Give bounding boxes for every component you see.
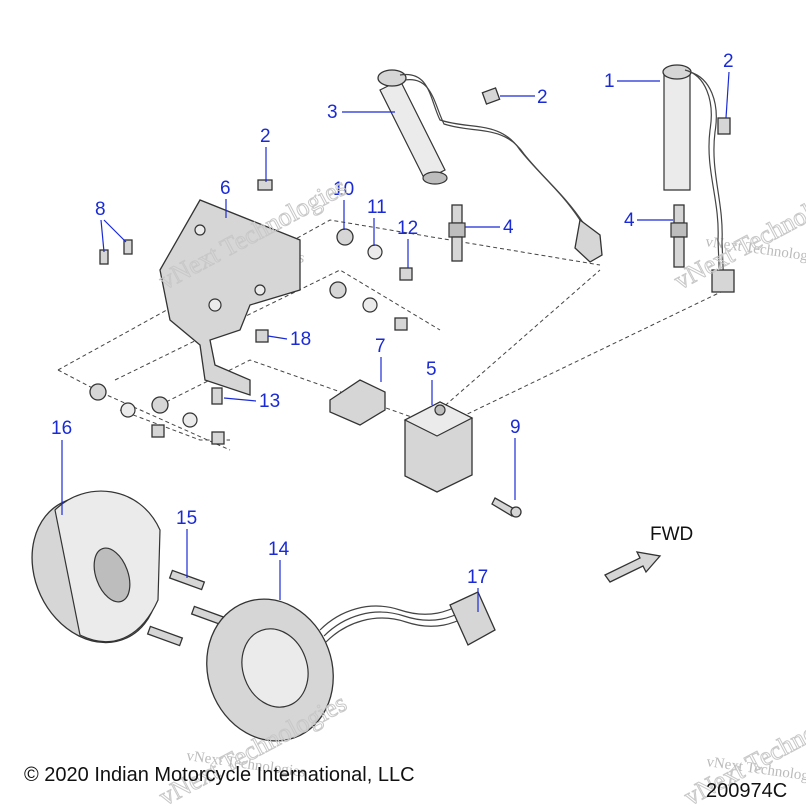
spark-plug-left bbox=[448, 204, 466, 262]
callouts: 1 2 2 2 3 4 4 5 6 7 8 9 10 11 12 13 bbox=[51, 51, 734, 612]
callout-5: 5 bbox=[426, 359, 437, 380]
callout-2-center: 2 bbox=[537, 87, 548, 108]
callout-13: 13 bbox=[259, 391, 280, 412]
stator-connector bbox=[449, 591, 496, 646]
washer-lower-1 bbox=[362, 297, 378, 313]
copyright-notice: © 2020 Indian Motorcycle International, … bbox=[24, 764, 415, 786]
spark-plug-right bbox=[670, 204, 688, 268]
callout-1: 1 bbox=[604, 71, 615, 92]
nut-lower-3 bbox=[151, 396, 169, 414]
ignition-coil-pack bbox=[403, 401, 474, 493]
callout-10: 10 bbox=[333, 179, 354, 200]
callout-17: 17 bbox=[467, 567, 488, 588]
bolt-9 bbox=[491, 497, 522, 518]
flywheel bbox=[31, 490, 161, 644]
bolt-lower-3 bbox=[211, 431, 225, 445]
bolt-12 bbox=[399, 267, 413, 281]
callout-14: 14 bbox=[268, 539, 290, 560]
nut-lower-1 bbox=[329, 281, 347, 299]
bolt-8a bbox=[99, 249, 109, 265]
spark-plugs bbox=[448, 204, 688, 268]
assembly-lines bbox=[57, 219, 726, 451]
washer-lower-3 bbox=[182, 412, 198, 428]
clip-top-right bbox=[717, 117, 731, 135]
callout-4-right: 4 bbox=[624, 210, 635, 231]
callout-11: 11 bbox=[367, 197, 387, 218]
forward-arrow: FWD bbox=[604, 524, 693, 583]
bolt-lower-2 bbox=[151, 424, 165, 438]
forward-arrow-icon bbox=[604, 551, 662, 583]
ignition-coil-lead-right bbox=[662, 64, 735, 293]
callout-15: 15 bbox=[176, 508, 197, 529]
bolt-lower-1 bbox=[394, 317, 408, 331]
stator bbox=[206, 598, 467, 742]
bolts-left bbox=[99, 239, 133, 265]
clip-bracket bbox=[257, 179, 273, 191]
bolt-8b bbox=[123, 239, 133, 255]
clip-top-center bbox=[481, 87, 501, 105]
mounting-bracket bbox=[159, 199, 301, 396]
nut-10 bbox=[336, 228, 354, 246]
callout-6: 6 bbox=[220, 178, 231, 199]
nut-18 bbox=[255, 329, 269, 343]
callout-2-top-right: 2 bbox=[723, 51, 734, 72]
coil-bracket bbox=[329, 379, 386, 426]
callout-4-left: 4 bbox=[503, 217, 514, 238]
fastener-cluster bbox=[89, 228, 413, 445]
sensor-13 bbox=[211, 387, 223, 405]
forward-label: FWD bbox=[650, 524, 693, 545]
callout-2-bracket: 2 bbox=[260, 126, 271, 147]
washer-11 bbox=[367, 244, 383, 260]
callout-18: 18 bbox=[290, 329, 311, 350]
callout-8: 8 bbox=[95, 199, 106, 220]
callout-3: 3 bbox=[327, 102, 338, 123]
nut-lower-2 bbox=[89, 383, 107, 401]
ignition-coil-lead-left bbox=[377, 69, 603, 263]
callout-12: 12 bbox=[397, 218, 418, 239]
wire-clips bbox=[257, 87, 731, 191]
callout-7: 7 bbox=[375, 336, 386, 357]
figure-number: 200974C bbox=[706, 780, 788, 802]
washer-lower-2 bbox=[120, 402, 136, 418]
callout-16: 16 bbox=[51, 418, 72, 439]
callout-9: 9 bbox=[510, 417, 521, 438]
